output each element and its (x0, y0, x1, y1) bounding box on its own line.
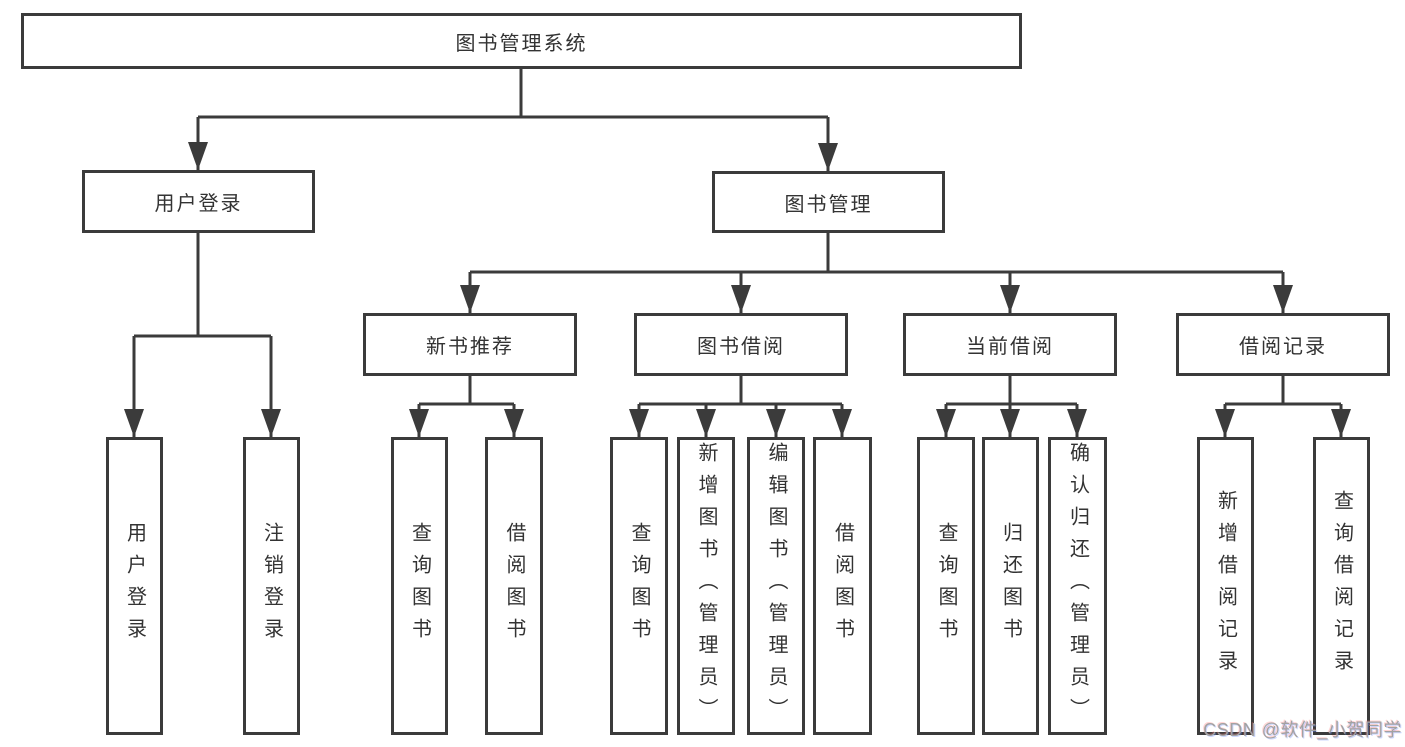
leaf-query-books-borrowing-label: 查询图书 (628, 522, 650, 650)
node-borrowing-records-label: 借阅记录 (1239, 336, 1327, 358)
connector-skeleton (134, 68, 1341, 406)
leaf-query-books-current: 查询图书 (917, 437, 975, 735)
node-borrowing-records: 借阅记录 (1176, 313, 1390, 376)
node-library-management-system: 图书管理系统 (21, 13, 1022, 69)
leaf-query-borrow-record: 查询借阅记录 (1313, 437, 1370, 735)
node-user-login: 用户登录 (82, 170, 315, 233)
node-user-login-label: 用户登录 (154, 193, 243, 215)
leaf-confirm-return-admin: 确认归还（管理员） (1048, 437, 1107, 735)
leaf-borrow-books-recommend-label: 借阅图书 (503, 522, 525, 650)
node-book-management: 图书管理 (712, 171, 945, 233)
leaf-query-books-recommend: 查询图书 (391, 437, 448, 735)
leaf-add-borrow-record-label: 新增借阅记录 (1214, 490, 1237, 682)
node-current-borrowing-label: 当前借阅 (966, 336, 1054, 358)
leaf-add-books-admin: 新增图书（管理员） (677, 437, 735, 735)
leaf-return-books-label: 归还图书 (999, 522, 1022, 650)
leaf-query-books-current-label: 查询图书 (935, 522, 957, 650)
node-new-book-recommendation: 新书推荐 (363, 313, 577, 376)
leaf-add-borrow-record: 新增借阅记录 (1197, 437, 1254, 735)
leaf-user-login: 用户登录 (106, 437, 163, 735)
leaf-add-books-admin-label: 新增图书（管理员） (695, 442, 717, 730)
node-root-label: 图书管理系统 (455, 32, 588, 55)
leaf-borrow-books: 借阅图书 (813, 437, 872, 735)
node-new-book-recommendation-label: 新书推荐 (426, 336, 514, 358)
leaf-query-borrow-record-label: 查询借阅记录 (1330, 490, 1353, 682)
leaf-user-login-label: 用户登录 (123, 522, 146, 650)
leaf-confirm-return-admin-label: 确认归还（管理员） (1066, 442, 1089, 730)
leaf-edit-books-admin-label: 编辑图书（管理员） (765, 442, 787, 730)
leaf-return-books: 归还图书 (982, 437, 1039, 735)
leaf-borrow-books-recommend: 借阅图书 (485, 437, 543, 735)
leaf-edit-books-admin: 编辑图书（管理员） (747, 437, 805, 735)
node-book-management-label: 图书管理 (784, 193, 873, 216)
node-book-borrowing: 图书借阅 (634, 313, 848, 376)
leaf-borrow-books-label: 借阅图书 (831, 522, 854, 650)
leaf-logout-label: 注销登录 (260, 522, 283, 650)
leaf-query-books-recommend-label: 查询图书 (408, 522, 431, 650)
leaf-logout: 注销登录 (243, 437, 300, 735)
connector-arrows (124, 117, 1351, 437)
node-current-borrowing: 当前借阅 (903, 313, 1117, 376)
leaf-query-books-borrowing: 查询图书 (610, 437, 668, 735)
watermark: CSDN @软件_小贺同学 (1203, 720, 1402, 740)
node-book-borrowing-label: 图书借阅 (697, 336, 785, 358)
